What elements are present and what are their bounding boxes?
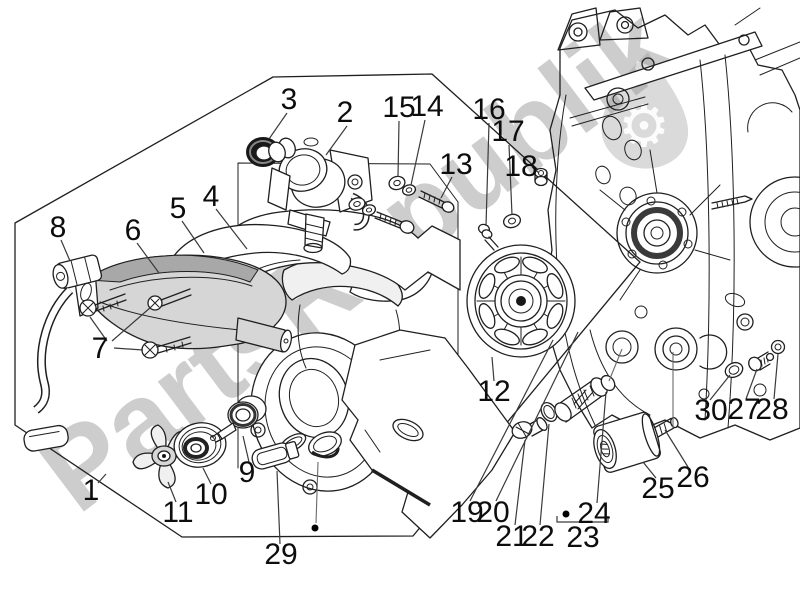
part-label-26: 26 [676,461,710,494]
part-plug-29 [251,431,342,470]
leader-line-30 [709,374,731,401]
part-label-28: 28 [755,393,789,426]
part-label-24: 24 [577,497,611,530]
leader-line-19 [469,339,554,502]
part-label-20: 20 [476,496,510,529]
leader-line-10 [202,467,212,485]
leader-line-22 [539,423,550,526]
leader-line-14 [410,119,426,186]
leader-line-13 [440,176,453,199]
part-washers-screws [348,175,455,234]
part-label-12: 12 [477,375,511,408]
leader-line-7 [113,347,144,351]
part-plug-21 [511,417,548,439]
leader-line-27 [745,368,758,400]
part-label-6: 6 [124,214,142,247]
assembly-dot-leader [315,461,319,524]
part-label-8: 8 [49,211,67,244]
part-label-13: 13 [439,148,473,181]
part-label-7: 7 [91,332,109,365]
leader-line-1 [97,473,107,484]
leader-line-6 [136,242,160,274]
leader-line-20 [495,331,579,502]
leader-line-7 [89,316,108,342]
part-label-15: 15 [382,91,416,124]
assembly-outline-group1 [14,73,641,538]
leader-line-18 [531,166,540,174]
part-label-19: 19 [450,496,484,529]
leader-line-2 [325,125,348,156]
bracket-23 [556,516,609,523]
leader-line-15 [397,120,400,178]
leader-line-5 [181,220,205,254]
part-sensor-27 [748,351,775,372]
part-label-2: 2 [336,96,354,129]
part-label-16: 16 [472,93,506,126]
leader-line-12 [491,356,495,382]
part-label-10: 10 [194,478,228,511]
leader-line-24 [596,391,607,504]
leader-line-3 [268,112,288,140]
reference-lines [608,348,674,428]
leader-line-16 [485,122,490,227]
part-nut-18 [534,167,548,187]
gear-icon: ⚙ [618,92,670,160]
part-label-30: 30 [694,394,728,427]
part-label-21: 21 [495,520,529,553]
part-label-18: 18 [504,150,538,183]
leader-line-9 [242,435,250,463]
part-label-25: 25 [641,472,675,505]
part-oil-filter-25 [593,411,679,473]
part-belt-cover-6 [74,254,293,353]
part-label-23: 23 [566,521,600,554]
part-bypass-valve-23-24 [554,374,616,423]
part-seal-10 [173,422,227,468]
part-label-4: 4 [202,180,220,213]
leader-line-17 [508,144,513,216]
part-washer-17 [502,213,522,229]
leader-line-25 [642,461,657,479]
part-label-5: 5 [169,192,187,225]
leader-line-28 [773,353,779,400]
part-label-22: 22 [521,520,555,553]
leader-line-11 [167,481,177,503]
assembly-dot [311,524,319,532]
part-label-29: 29 [264,538,298,571]
part-water-pump-2 [267,137,373,254]
part-label-11: 11 [162,496,194,529]
leader-line-29 [276,470,281,545]
leader-line-26 [664,429,689,468]
part-flywheel [466,244,576,358]
part-washer-28 [770,339,786,355]
assembly-dot [562,510,570,518]
leader-lines-layer [60,112,779,545]
leader-line-7 [111,306,152,342]
part-cap-30 [724,361,744,379]
part-breather-hose-8 [23,254,103,452]
leader-line-4 [215,208,248,250]
part-label-27: 27 [727,393,761,426]
part-bolt-16 [477,223,499,251]
part-label-14: 14 [410,90,444,123]
part-bearing-9 [210,395,267,443]
leader-line-8 [60,239,71,262]
part-label-1: 1 [82,474,100,507]
leader-line-21 [514,439,526,526]
part-label-3: 3 [280,83,298,116]
part-label-17: 17 [491,115,525,148]
part-label-9: 9 [238,456,256,489]
